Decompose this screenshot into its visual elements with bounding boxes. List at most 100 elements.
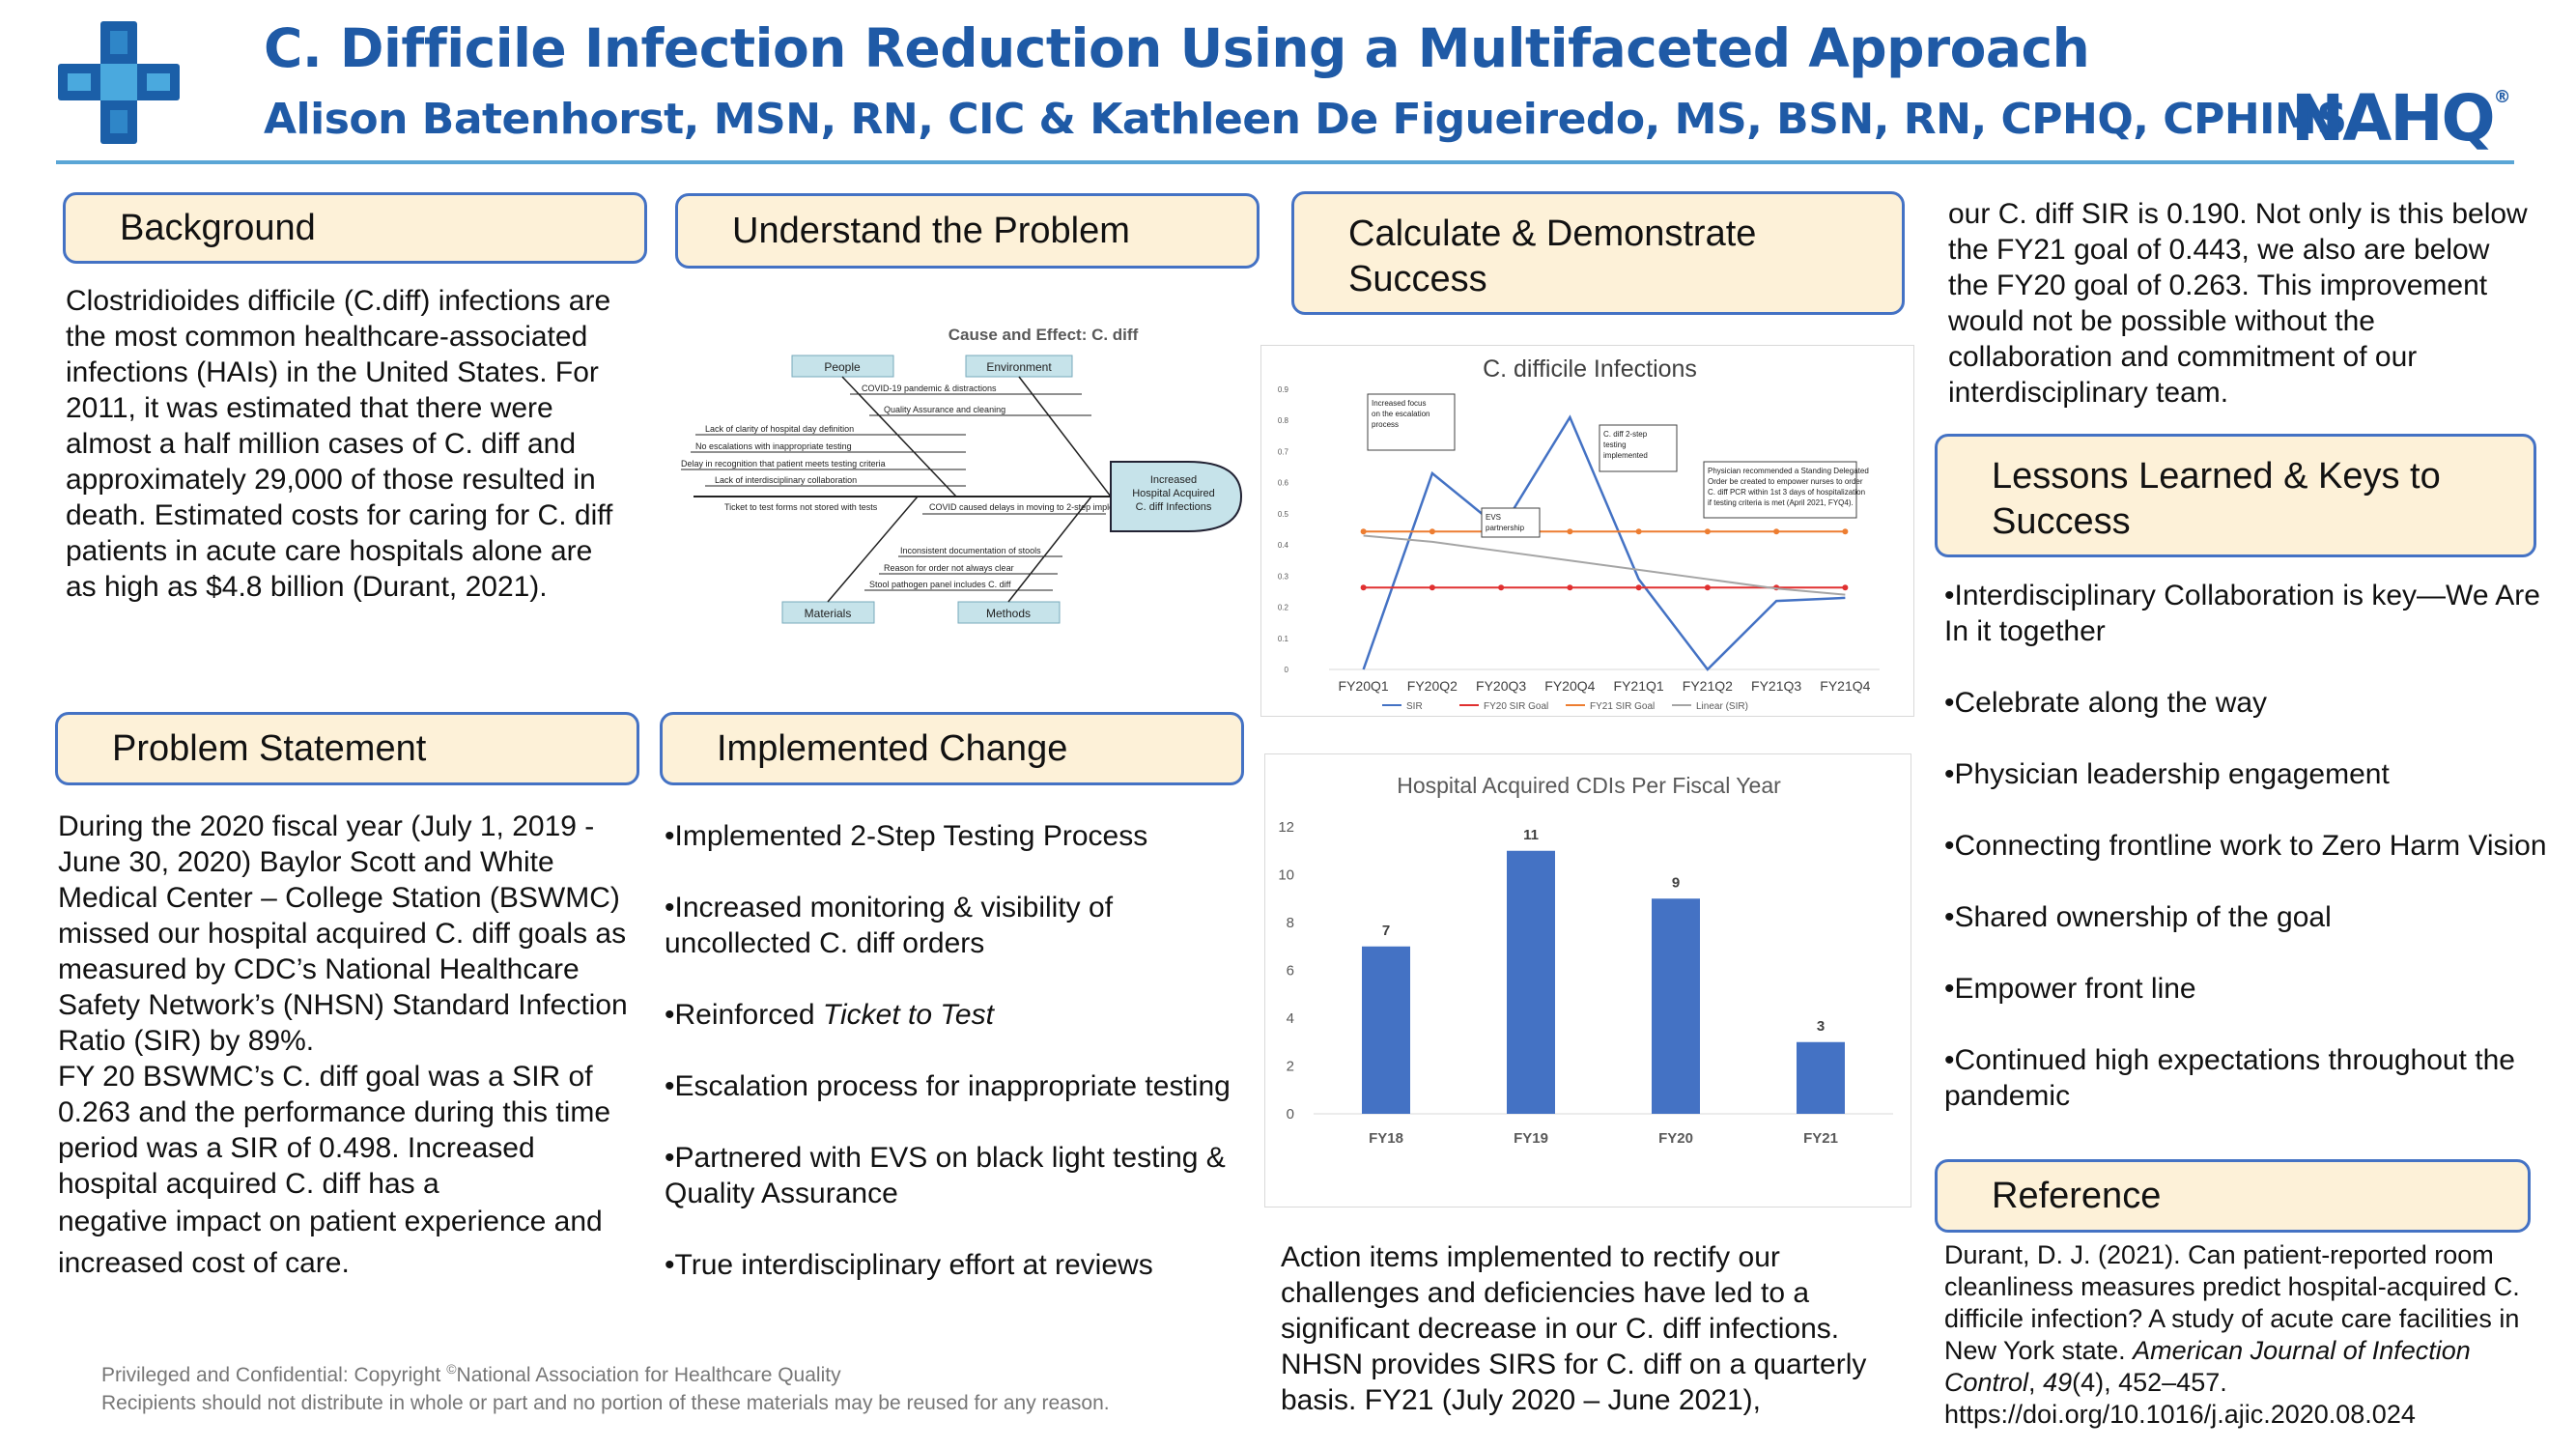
bar-value-label: 3 <box>1817 1018 1825 1035</box>
footer-line-1: Privileged and Confidential: Copyright ©… <box>101 1361 841 1387</box>
y-tick-label: 0.6 <box>1278 479 1289 488</box>
x-tick-label: FY20Q4 <box>1544 678 1595 694</box>
series-marker <box>1635 528 1642 535</box>
cause-3: Lack of clarity of hospital day definiti… <box>705 424 854 434</box>
understand-heading: Understand the Problem <box>675 193 1260 269</box>
annotation-text: process <box>1372 420 1399 429</box>
lesson-item-5: •Shared ownership of the goal <box>1944 901 2332 933</box>
header-divider <box>56 160 2514 164</box>
annotation-text: testing <box>1603 440 1627 449</box>
legend-label-2: FY21 SIR Goal <box>1590 701 1655 712</box>
series-marker <box>1704 528 1711 535</box>
annotation-text: C. diff 2-step <box>1603 430 1648 439</box>
effect-line-3: C. diff Infections <box>1136 501 1212 513</box>
problem-paragraph-1: During the 2020 fiscal year (July 1, 201… <box>58 810 628 1057</box>
series-marker <box>1567 528 1573 535</box>
implemented-item-3: •Reinforced Ticket to Test <box>665 997 1244 1033</box>
calculate-heading: Calculate & Demonstrate Success <box>1291 191 1905 315</box>
background-heading-text: Background <box>120 207 316 248</box>
line-chart-title: C. difficile Infections <box>1483 355 1697 383</box>
annotation-box-1 <box>1481 507 1541 538</box>
effect-line-1: Increased <box>1150 474 1197 486</box>
bar-value-label: 7 <box>1382 923 1390 939</box>
implemented-item-3-text: •Reinforced <box>665 999 823 1031</box>
series-marker <box>1498 584 1505 591</box>
cause-2: Quality Assurance and cleaning <box>884 405 1005 414</box>
x-tick-label: FY21Q3 <box>1751 678 1801 694</box>
bar-value-label: 11 <box>1523 827 1539 843</box>
annotation-box-2 <box>1599 424 1678 472</box>
lesson-item-3: •Physician leadership engagement <box>1944 758 2390 790</box>
y-tick-label: 0.5 <box>1278 510 1289 519</box>
x-tick-label: FY21Q4 <box>1820 678 1870 694</box>
fishbone-title: Cause and Effect: C. diff <box>948 326 1139 344</box>
y-tick-label: 12 <box>1278 819 1294 836</box>
category-materials: Materials <box>805 607 852 620</box>
y-tick-label: 2 <box>1287 1059 1294 1075</box>
implemented-heading: Implemented Change <box>660 712 1244 785</box>
reference-doi-link[interactable]: https://doi.org/10.1016/j.ajic.2020.08.0… <box>1944 1400 2416 1429</box>
legend-label-0: SIR <box>1406 701 1423 712</box>
problem-paragraph-2: FY 20 BSWMC’s C. diff goal was a SIR of … <box>58 1061 611 1200</box>
background-text: Clostridioides difficile (C.diff) infect… <box>66 285 613 603</box>
annotation-text: EVS <box>1486 513 1501 522</box>
series-marker <box>1704 584 1711 591</box>
cause-5: Delay in recognition that patient meets … <box>681 459 886 469</box>
x-tick-label: FY20 <box>1658 1130 1693 1147</box>
nahq-logo: NAHQ® <box>2291 81 2511 156</box>
y-tick-label: 0 <box>1285 666 1289 674</box>
annotation-text: on the escalation <box>1372 410 1430 418</box>
cause-bottom-1: Inconsistent documentation of stools <box>900 546 1041 555</box>
footer-line-2: Recipients should not distribute in whol… <box>101 1392 1110 1414</box>
reference-citation: Durant, D. J. (2021). Can patient-report… <box>1944 1240 2520 1365</box>
annotation-text: if testing criteria is met (April 2021, … <box>1708 498 1854 507</box>
implemented-item-6: •True interdisciplinary effort at review… <box>665 1249 1153 1281</box>
nahq-logo-text: NAHQ <box>2291 81 2496 156</box>
implemented-item-1: •Implemented 2-Step Testing Process <box>665 820 1148 852</box>
lessons-list: •Interdisciplinary Collaboration is key—… <box>1944 578 2548 1150</box>
implemented-item-4: •Escalation process for inappropriate te… <box>665 1070 1231 1102</box>
lesson-item-4: •Connecting frontline work to Zero Harm … <box>1944 830 2547 862</box>
series-line-0 <box>1362 414 1846 671</box>
y-tick-label: 0.8 <box>1278 416 1289 425</box>
implemented-item-2: •Increased monitoring & visibility of un… <box>665 892 1114 959</box>
category-people: People <box>824 360 861 374</box>
lessons-heading-line-2: Success <box>1992 501 2131 542</box>
annotation-text: Increased focus <box>1372 399 1426 408</box>
poster-title: C. Difficile Infection Reduction Using a… <box>264 17 2090 79</box>
cause-bottom-3: Stool pathogen panel includes C. diff <box>869 580 1011 589</box>
x-tick-label: FY20Q2 <box>1407 678 1458 694</box>
problem-heading-text: Problem Statement <box>112 727 427 769</box>
y-tick-label: 6 <box>1287 963 1294 980</box>
bar-fy18 <box>1362 946 1410 1114</box>
registered-mark: ® <box>2493 87 2511 107</box>
y-tick-label: 0.9 <box>1278 385 1289 394</box>
x-tick-label: FY20Q1 <box>1339 678 1389 694</box>
lesson-item-1: •Interdisciplinary Collaboration is key—… <box>1944 580 2540 647</box>
problem-text: During the 2020 fiscal year (July 1, 201… <box>58 809 637 1281</box>
y-tick-label: 8 <box>1287 915 1294 931</box>
x-tick-label: FY21 <box>1803 1130 1838 1147</box>
calculate-text-continued: our C. diff SIR is 0.190. Not only is th… <box>1948 198 2528 409</box>
footer-org-name: National Association for Healthcare Qual… <box>456 1364 841 1386</box>
y-tick-label: 4 <box>1287 1010 1294 1027</box>
annotation-text: Physician recommended a Standing Delegat… <box>1708 467 1869 475</box>
bar-chart-title: Hospital Acquired CDIs Per Fiscal Year <box>1397 773 1781 798</box>
cause-6: Lack of interdisciplinary collaboration <box>715 475 857 485</box>
series-marker <box>1360 584 1367 591</box>
annotation-box-3 <box>1703 461 1857 519</box>
problem-paragraph-4: increased cost of care. <box>58 1247 350 1279</box>
annotation-text: implemented <box>1603 451 1648 460</box>
reference-heading-text: Reference <box>1992 1175 2162 1216</box>
understand-heading-text: Understand the Problem <box>732 210 1130 251</box>
x-tick-label: FY20Q3 <box>1476 678 1526 694</box>
hospital-cross-logo-icon <box>56 17 182 148</box>
series-marker <box>1360 528 1367 535</box>
category-methods: Methods <box>986 607 1031 620</box>
lesson-item-6: •Empower front line <box>1944 973 2196 1005</box>
copyright-symbol: © <box>446 1361 457 1377</box>
calculate-heading-line-1: Calculate & Demonstrate <box>1348 213 1757 254</box>
category-environment: Environment <box>986 360 1052 374</box>
annotation-text: Order be created to empower nurses to or… <box>1708 477 1863 486</box>
